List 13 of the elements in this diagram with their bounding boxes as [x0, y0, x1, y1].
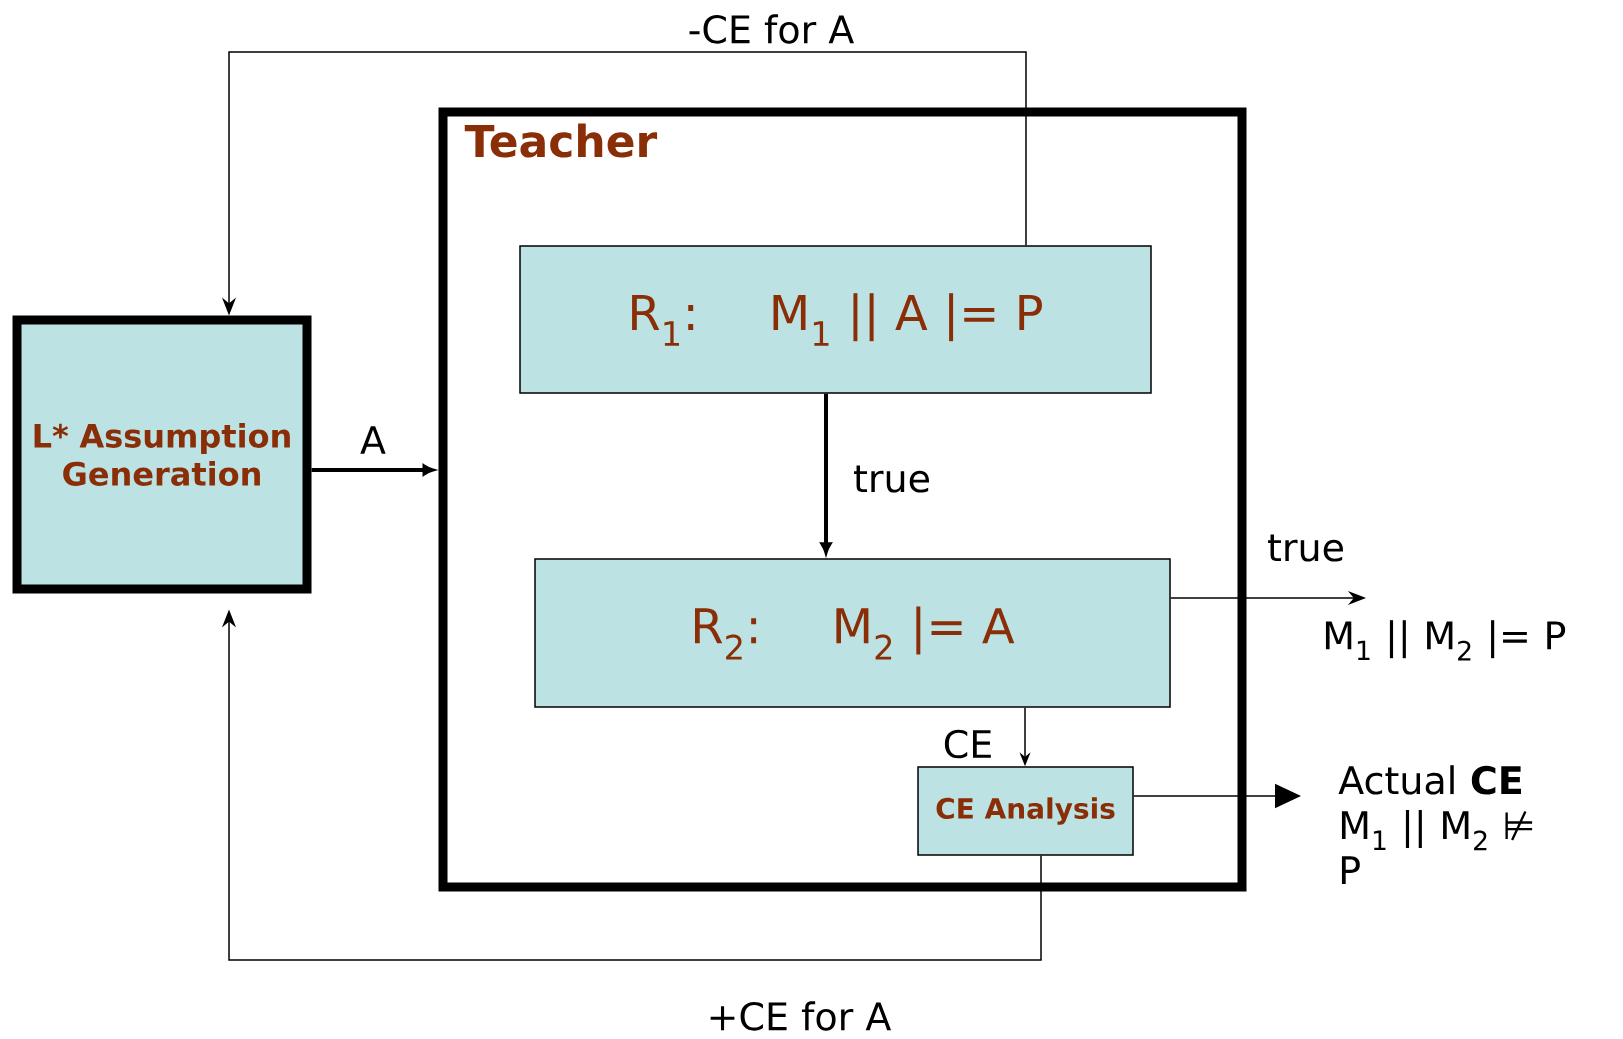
result-text: M$_{1}$ || M$_{2}$ |= P	[1325, 620, 1566, 661]
result-text: Actual CE M$_{1}$ || M$_{2}$ ⊭ P	[1338, 765, 1533, 885]
arrow	[820, 393, 832, 555]
process-box: R$_{1}$: M$_{1}$ || A |= P	[519, 245, 1152, 394]
edge-label: -CE for A	[686, 13, 856, 45]
process-box: L* Assumption Generation	[12, 315, 312, 594]
edge-label: true	[1266, 533, 1346, 563]
edge-label: CE	[941, 728, 995, 760]
process-box: CE Analysis	[917, 766, 1134, 856]
edge-label: true	[852, 464, 932, 494]
edge-label: A	[359, 425, 387, 455]
process-box: R$_{2}$: M$_{2}$ |= A	[534, 558, 1171, 708]
edge-label: +CE for A	[705, 1000, 893, 1032]
